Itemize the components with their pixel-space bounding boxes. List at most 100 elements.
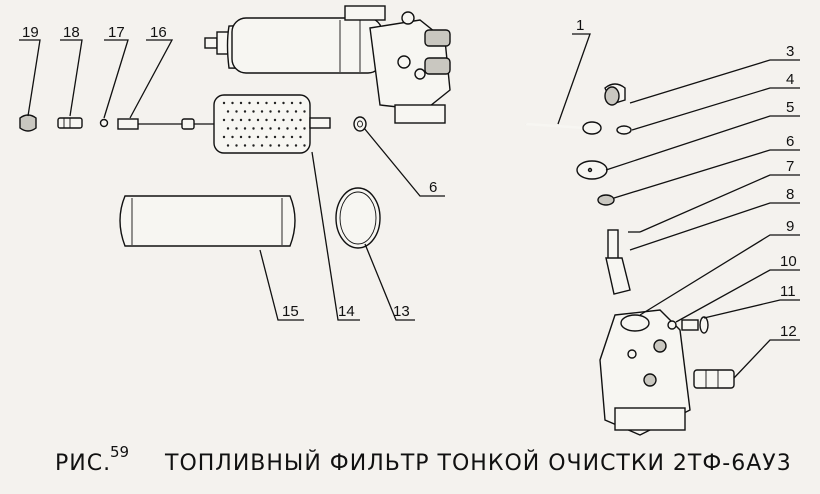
callout-15: 15 [282, 303, 299, 320]
part-11-fitting [681, 316, 709, 334]
callout-14: 14 [338, 303, 355, 320]
part-12-union [693, 369, 735, 389]
perforation-dot [299, 101, 302, 105]
perforation-dot [303, 127, 306, 130]
callout-18: 18 [63, 24, 80, 41]
perforation-dot [269, 144, 272, 147]
caption-title: ТОПЛИВНЫЙ ФИЛЬТР ТОНКОЙ ОЧИСТКИ 2ТФ-6АУ3 [164, 450, 792, 476]
perforation-dot [235, 110, 238, 113]
perforation-dot [265, 118, 268, 122]
perforation-dot [286, 127, 289, 130]
part-17-ring [99, 118, 109, 128]
callout-4: 4 [786, 71, 794, 88]
perforation-dot [235, 144, 238, 147]
part-1-bolt [525, 121, 602, 135]
perforation-dot [222, 101, 226, 105]
perforation-dot [265, 101, 268, 105]
callout-11: 11 [780, 283, 796, 300]
callout-5: 5 [786, 99, 794, 116]
perforation-dot [282, 101, 285, 105]
part-9-base-housing [599, 309, 691, 436]
perforation-dot [248, 101, 251, 105]
callout-6: 6 [786, 133, 794, 150]
part-3-plug [604, 83, 626, 106]
callout-19: 19 [22, 24, 39, 41]
perforation-dot [273, 135, 277, 139]
perforation-dot [239, 135, 243, 139]
callout-17: 17 [108, 24, 125, 41]
perforation-dot [282, 118, 285, 122]
perforation-dot [273, 118, 277, 122]
perforation-dot [252, 144, 255, 147]
perforation-dot [277, 127, 281, 130]
perforation-dot [239, 118, 243, 122]
callout-9: 9 [786, 218, 794, 235]
part-15-housing [119, 195, 296, 247]
perforation-dot [231, 118, 234, 122]
perforation-dot [294, 110, 298, 113]
part-10-ring [667, 320, 677, 330]
perforation-dot [260, 127, 264, 130]
part-4-washer [616, 125, 632, 135]
perforation-dot [243, 127, 247, 130]
callout-13: 13 [393, 303, 410, 320]
perforation-dot [303, 110, 306, 113]
part-5-disc [576, 160, 608, 180]
part-8-valve [605, 229, 631, 295]
perforation-dot [260, 110, 264, 113]
perforation-dot [294, 144, 298, 147]
perforation-dots [222, 101, 306, 147]
perforation-dot [286, 144, 289, 147]
perforation-dot [248, 135, 251, 139]
callout-12: 12 [780, 323, 797, 340]
perforation-dot [248, 118, 251, 122]
perforation-dot [265, 135, 268, 139]
perforation-dot [303, 144, 306, 147]
perforation-dot [294, 127, 298, 130]
perforation-dot [299, 118, 302, 122]
callout-3: 3 [786, 43, 794, 60]
perforation-dot [273, 101, 277, 105]
part-18-nozzle [57, 117, 83, 129]
perforation-dot [277, 144, 281, 147]
perforation-dot [252, 110, 255, 113]
perforation-dot [282, 135, 285, 139]
callout-16: 16 [150, 24, 167, 41]
perforation-dot [299, 135, 302, 139]
perforation-dot [226, 127, 230, 130]
callout-7: 7 [786, 158, 794, 175]
part-6-washer-right [597, 194, 615, 206]
perforation-dot [222, 118, 226, 122]
perforation-dot [269, 127, 272, 130]
perforation-dot [260, 144, 264, 147]
figure-caption: РИС. 59 ТОПЛИВНЫЙ ФИЛЬТР ТОНКОЙ ОЧИСТКИ … [55, 443, 792, 476]
perforation-dot [243, 144, 247, 147]
perforation-dot [256, 135, 260, 139]
perforation-dot [252, 127, 255, 130]
leader-lines [19, 33, 800, 379]
callout-1: 1 [576, 17, 584, 34]
caption-number: 59 [110, 443, 129, 461]
perforation-dot [231, 135, 234, 139]
callout-8: 8 [786, 186, 794, 203]
perforation-dot [290, 135, 294, 139]
part-16-rod [117, 118, 214, 130]
assembled-filter [204, 5, 451, 124]
perforation-dot [290, 101, 294, 105]
perforation-dot [256, 101, 260, 105]
perforation-dot [222, 135, 226, 139]
perforation-dot [243, 110, 247, 113]
part-14-filter-element [213, 94, 331, 154]
perforation-dot [239, 101, 243, 105]
perforation-dot [235, 127, 238, 130]
part-19-cap [19, 114, 37, 132]
perforation-dot [226, 110, 230, 113]
callout-labels: 19 18 17 16 1 3 4 5 6 7 8 9 10 11 12 6 1… [22, 17, 797, 340]
part-13-gasket-ring [335, 187, 381, 249]
perforation-dot [269, 110, 272, 113]
perforation-dot [231, 101, 234, 105]
perforation-dot [277, 110, 281, 113]
perforation-dot [226, 144, 230, 147]
perforation-dot [290, 118, 294, 122]
